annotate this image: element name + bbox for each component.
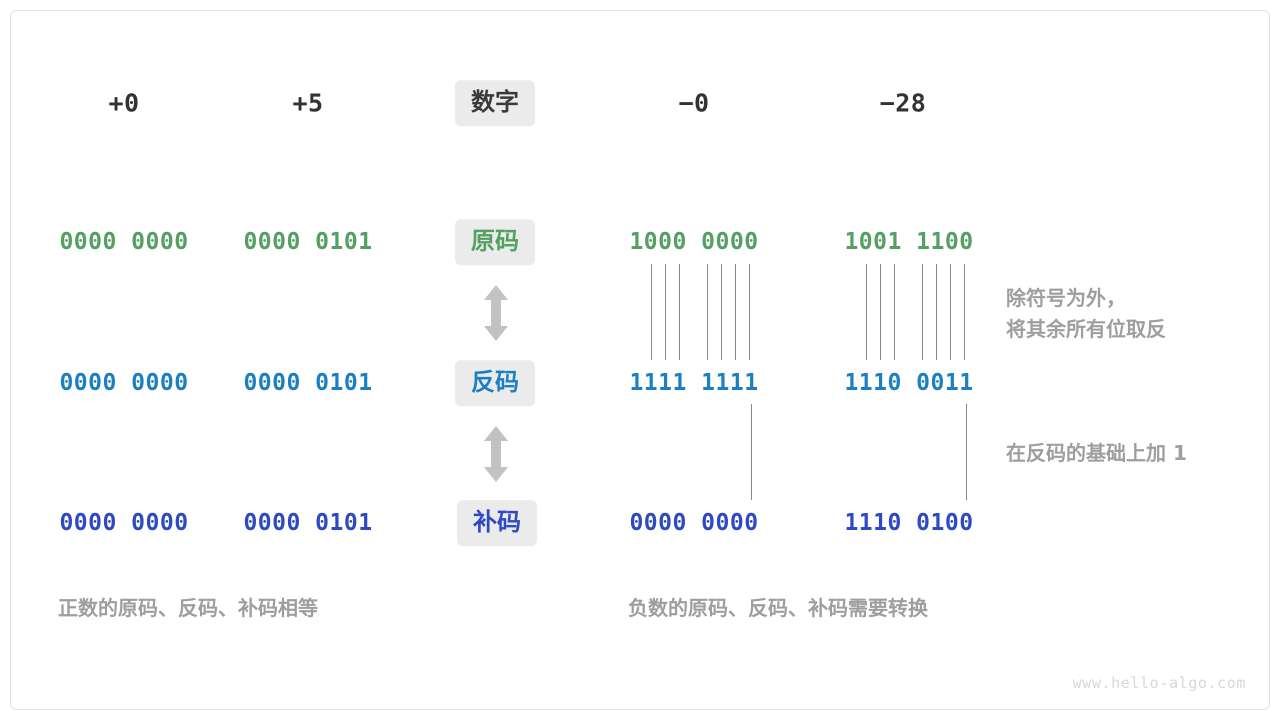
row-label-true-form: 原码 [455,219,535,265]
bit-connector-line [749,264,750,360]
bit-connector-line [651,264,652,360]
row-label-twos-complement: 补码 [457,500,537,546]
column-header-minus-zero: −0 [678,88,710,118]
diagram-frame [10,10,1270,710]
caption-negative: 负数的原码、反码、补码需要转换 [628,596,928,620]
cell-r1-c2: 1111 1111 [629,370,759,396]
cell-r2-c2: 0000 0000 [629,510,759,536]
column-header-plus-zero: +0 [108,88,140,118]
cell-r0-c1: 0000 0101 [243,229,373,255]
cell-r1-c1: 0000 0101 [243,370,373,396]
annotation-add-one: 在反码的基础上加 1 [1006,441,1187,465]
bit-connector-line [880,264,881,360]
column-header-minus-twentyeight: −28 [879,88,927,118]
bit-connector-line [735,264,736,360]
double-arrow-icon-row2-row3 [483,426,509,482]
cell-r2-c3: 1110 0100 [844,510,974,536]
cell-r1-c0: 0000 0000 [59,370,189,396]
column-header-plus-five: +5 [292,88,324,118]
bit-connector-line [721,264,722,360]
cell-r0-c3: 1001 1100 [844,229,974,255]
cell-r1-c3: 1110 0011 [844,370,974,396]
caption-positive: 正数的原码、反码、补码相等 [58,596,318,620]
bit-connector-line [866,264,867,360]
cell-r0-c2: 1000 0000 [629,229,759,255]
row-label-number: 数字 [455,80,535,126]
carry-connector-line [966,404,967,500]
annotation-invert-bits: 除符号为外， 将其余所有位取反 [1006,286,1166,341]
cell-r2-c0: 0000 0000 [59,510,189,536]
row-label-ones-complement: 反码 [455,360,535,406]
carry-connector-line [751,404,752,500]
bit-connector-line [936,264,937,360]
bit-connector-line [679,264,680,360]
bit-connector-line [964,264,965,360]
cell-r2-c1: 0000 0101 [243,510,373,536]
bit-connector-line [922,264,923,360]
bit-connector-line [707,264,708,360]
bit-connector-line [665,264,666,360]
bit-connector-line [894,264,895,360]
watermark-url: www.hello-algo.com [1072,674,1246,692]
cell-r0-c0: 0000 0000 [59,229,189,255]
bit-connector-line [950,264,951,360]
double-arrow-icon-row1-row2 [483,285,509,341]
